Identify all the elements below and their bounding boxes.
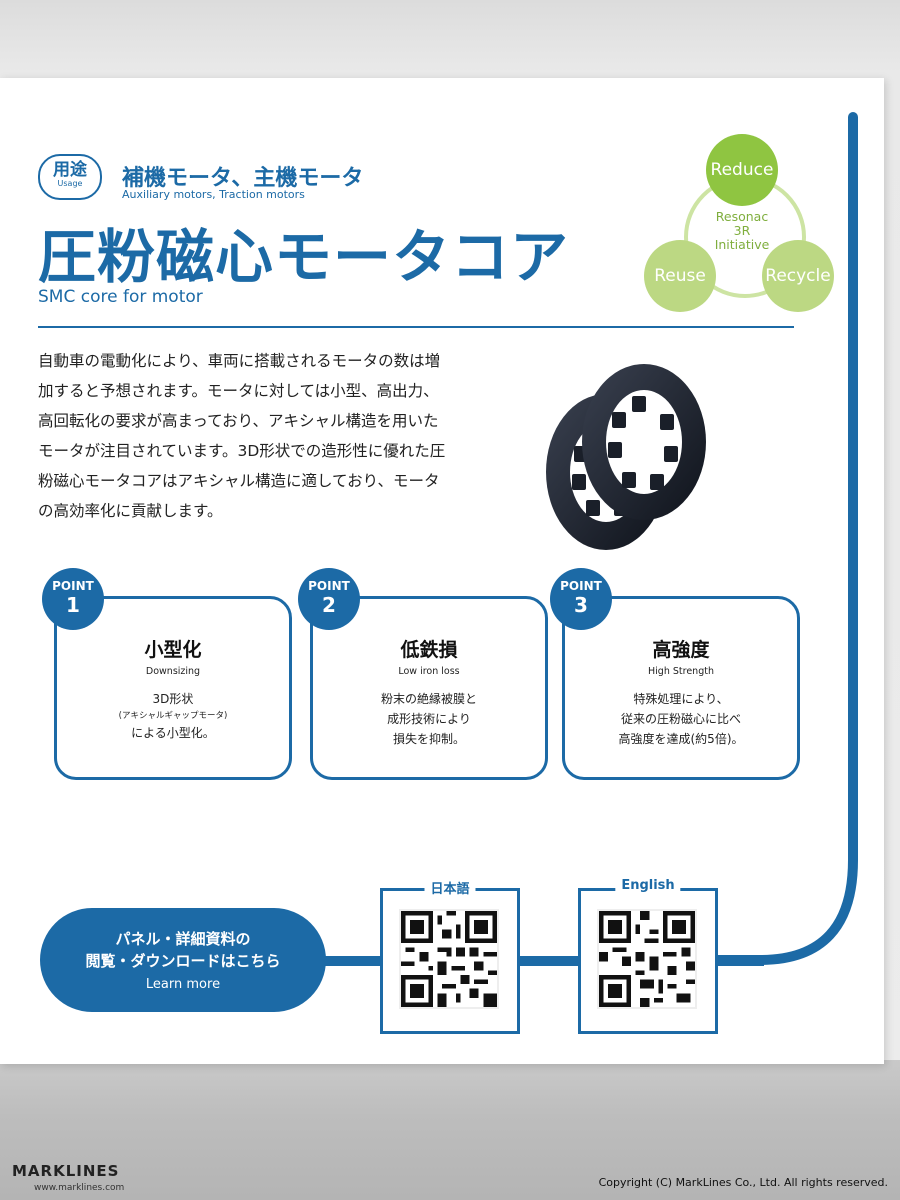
page-title: 圧粉磁心モータコア xyxy=(38,223,570,291)
point-3-body: 特殊処理により、 従来の圧粉磁心に比べ 高強度を達成(約5倍)。 xyxy=(565,689,797,749)
point-1-badge: POINT 1 xyxy=(42,568,104,630)
qr-japanese-label: 日本語 xyxy=(424,878,476,897)
usage-badge-en: Usage xyxy=(57,179,83,188)
point-3-badge: POINT 3 xyxy=(550,568,612,630)
learn-more-button[interactable]: パネル・詳細資料の 閲覧・ダウンロードはこちら Learn more xyxy=(40,908,326,1012)
qr-code-icon xyxy=(399,909,499,1009)
guide-line-vertical xyxy=(848,112,858,812)
applications-jp: 補機モータ、主機モータ xyxy=(122,166,364,191)
guide-line-1 xyxy=(320,956,384,966)
recycle-circle: Recycle xyxy=(762,240,834,312)
copyright-text: Copyright (C) MarkLines Co., Ltd. All ri… xyxy=(598,1176,888,1189)
point-1-body: 3D形状 (アキシャルギャップモータ) による小型化。 xyxy=(57,689,289,743)
marklines-url: www.marklines.com xyxy=(34,1183,125,1193)
point-1-body-line2: による小型化。 xyxy=(131,726,215,740)
motor-core-image xyxy=(546,364,706,550)
guide-line-curve xyxy=(700,800,858,965)
title-divider xyxy=(38,326,794,328)
point-3-title: 高強度 xyxy=(652,639,710,661)
point-3-label: POINT xyxy=(560,579,602,593)
reuse-circle: Reuse xyxy=(644,240,716,312)
floor-background xyxy=(0,1060,900,1200)
point-3-number: 3 xyxy=(574,593,588,617)
reduce-circle: Reduce xyxy=(706,134,778,206)
point-3-subtitle: High Strength xyxy=(648,666,714,677)
point-2-label: POINT xyxy=(308,579,350,593)
description-text: 自動車の電動化により、車両に搭載されるモータの数は増加すると予想されます。モータ… xyxy=(38,352,446,520)
point-3-body-line1: 特殊処理により、 xyxy=(633,692,729,706)
page-subtitle: SMC core for motor xyxy=(38,287,203,307)
point-1-number: 1 xyxy=(66,593,80,617)
point-1-body-small: (アキシャルギャップモータ) xyxy=(118,711,228,721)
qr-english[interactable]: English xyxy=(578,878,718,1034)
point-1-body-line1: 3D形状 xyxy=(152,692,194,706)
point-card-1: 小型化 Downsizing 3D形状 (アキシャルギャップモータ) による小型… xyxy=(54,596,292,780)
guide-line-3 xyxy=(712,956,764,966)
qr-code-icon xyxy=(597,909,697,1009)
point-2-body-line3: 損失を抑制。 xyxy=(392,732,465,746)
point-2-badge: POINT 2 xyxy=(298,568,360,630)
point-card-2: 低鉄損 Low iron loss 粉末の絶縁被膜と 成形技術により 損失を抑制… xyxy=(310,596,548,780)
point-3-body-line3: 高強度を達成(約5倍)。 xyxy=(618,732,744,746)
guide-line-2 xyxy=(512,956,582,966)
learn-more-line3: Learn more xyxy=(145,977,221,992)
qr-english-label: English xyxy=(615,878,681,893)
point-2-number: 2 xyxy=(322,593,336,617)
3r-center-line1: Resonac xyxy=(715,209,769,224)
point-1-subtitle: Downsizing xyxy=(145,666,201,677)
usage-badge: 用途 Usage xyxy=(38,154,102,200)
applications-en: Auxiliary motors, Traction motors xyxy=(122,188,305,201)
3r-center-label: Resonac 3R Initiative xyxy=(700,210,784,252)
point-2-body-line1: 粉末の絶縁被膜と xyxy=(380,692,477,706)
point-card-3: 高強度 High Strength 特殊処理により、 従来の圧粉磁心に比べ 高強… xyxy=(562,596,800,780)
point-2-title: 低鉄損 xyxy=(400,639,458,661)
3r-center-line3: Initiative xyxy=(714,237,770,252)
point-3-body-line2: 従来の圧粉磁心に比べ xyxy=(620,712,741,726)
point-1-title: 小型化 xyxy=(144,639,202,661)
point-2-subtitle: Low iron loss xyxy=(398,666,460,677)
point-2-body: 粉末の絶縁被膜と 成形技術により 損失を抑制。 xyxy=(313,689,545,749)
point-2-body-line2: 成形技術により xyxy=(387,712,471,726)
learn-more-line1: パネル・詳細資料の xyxy=(115,930,251,948)
qr-japanese[interactable]: 日本語 xyxy=(380,878,520,1034)
3r-center-line2: 3R xyxy=(733,223,751,238)
point-1-label: POINT xyxy=(52,579,94,593)
learn-more-line2: 閲覧・ダウンロードはこちら xyxy=(85,952,281,970)
marklines-logo: MARKLINES xyxy=(12,1162,120,1180)
usage-badge-jp: 用途 xyxy=(53,160,87,180)
